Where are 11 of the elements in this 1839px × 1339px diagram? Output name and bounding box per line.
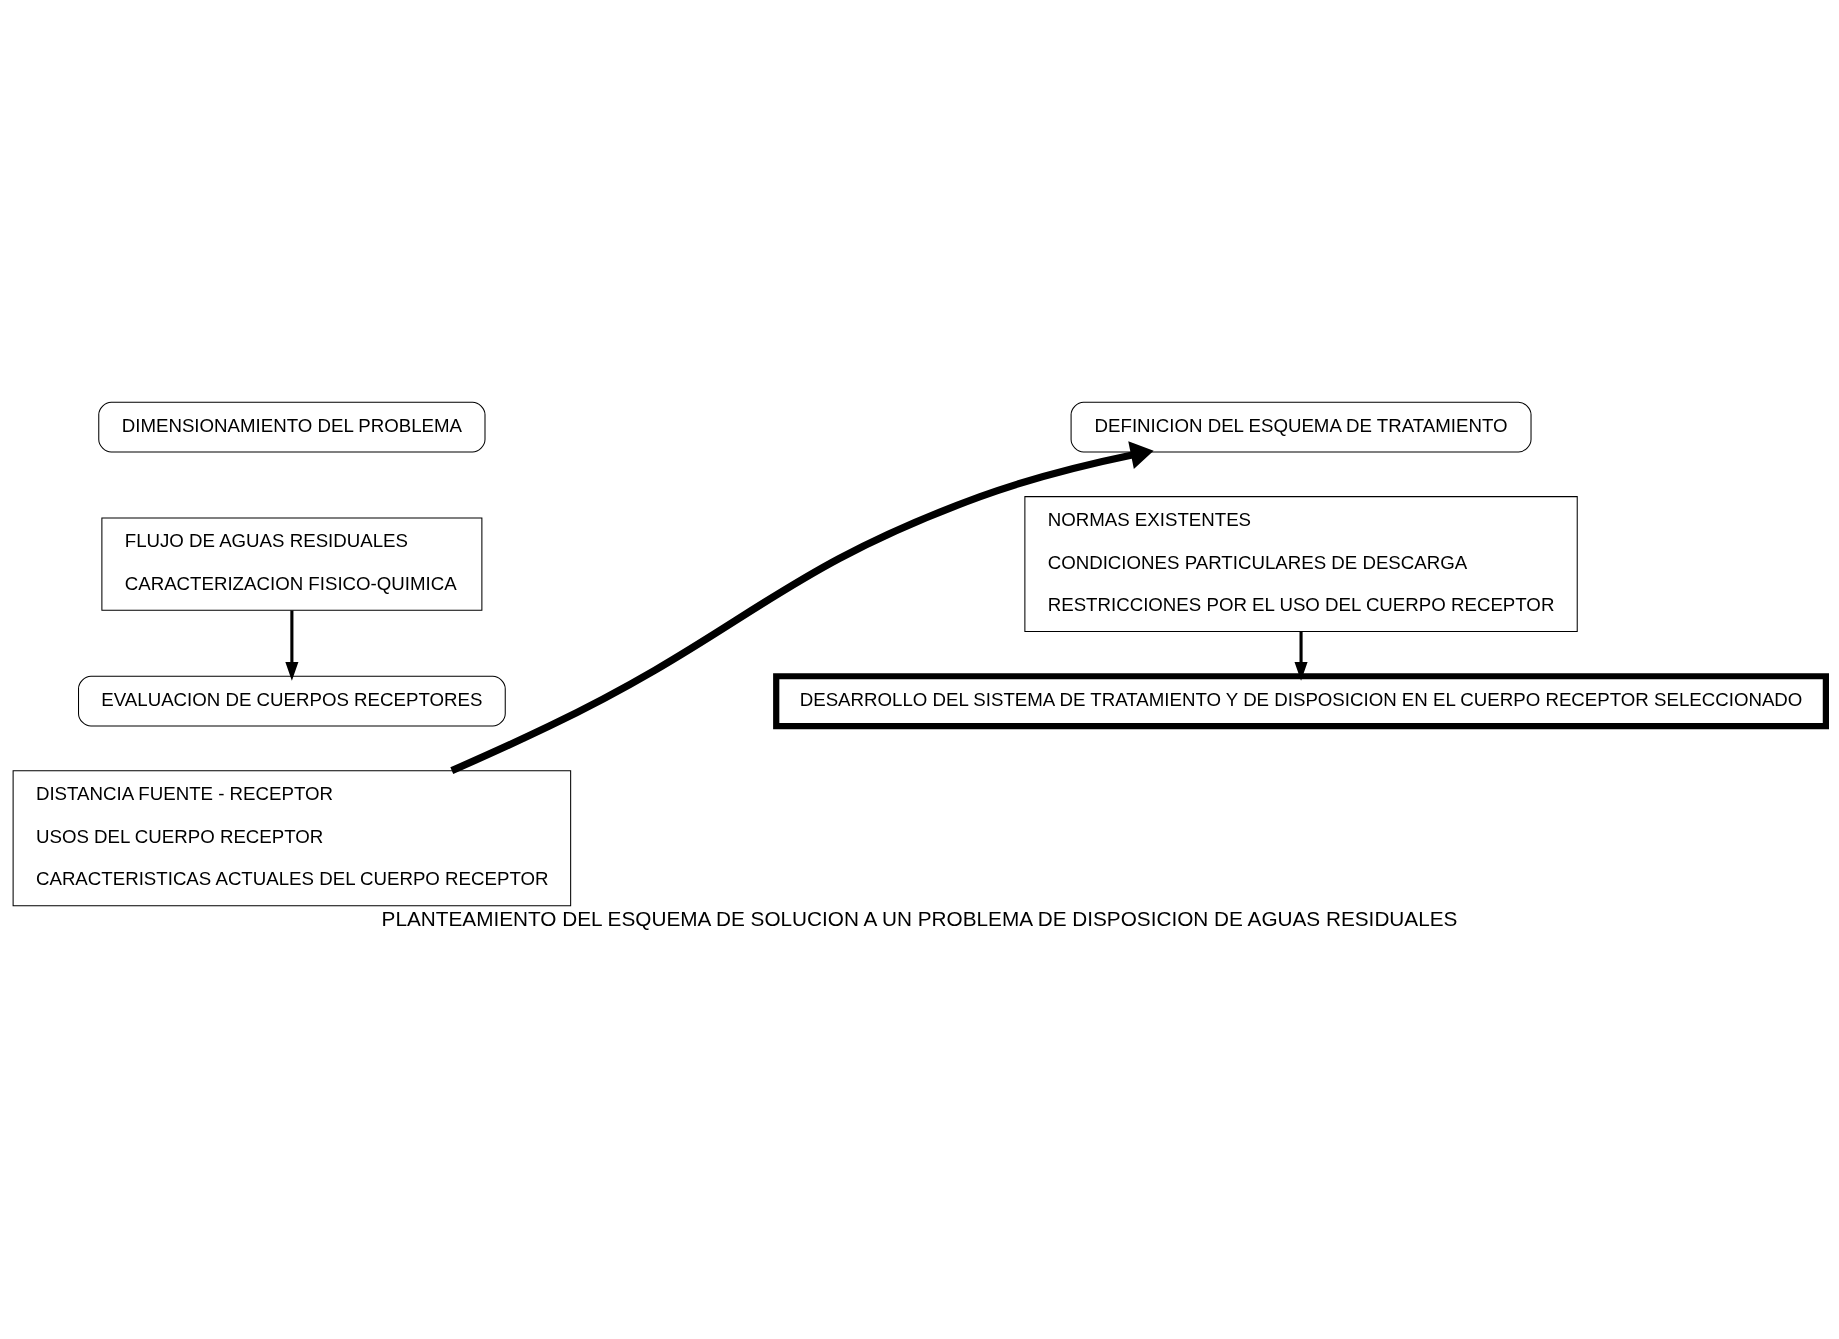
node-box: DESARROLLO DEL SISTEMA DE TRATAMIENTO Y DE DISPOSICION EN EL CUERPO RECEPTOR SELECCIONADO — [773, 673, 1829, 730]
node-box: DIMENSIONAMIENTO DEL PROBLEMA — [98, 401, 486, 453]
node-box: EVALUACION DE CUERPOS RECEPTORES — [78, 675, 506, 727]
node-box: FLUJO DE AGUAS RESIDUALES CARACTERIZACION FISICO-QUIMICA — [101, 517, 483, 611]
node-box: NORMAS EXISTENTES CONDICIONES PARTICULARES DE DESCARGA RESTRICCIONES POR EL USO DEL CUERPO RECEPTOR — [1024, 496, 1578, 633]
node-box: DEFINICION DEL ESQUEMA DE TRATAMIENTO — [1070, 401, 1532, 453]
arrow — [450, 441, 1154, 774]
caption: PLANTEAMIENTO DEL ESQUEMA DE SOLUCION A UN PROBLEMA DE DISPOSICION DE AGUAS RESIDUALES — [381, 907, 1458, 931]
node-box: DISTANCIA FUENTE - RECEPTOR USOS DEL CUERPO RECEPTOR CARACTERISTICAS ACTUALES DEL CUERPO RECEPTOR — [12, 770, 572, 907]
arrow — [285, 610, 299, 681]
arrow — [1294, 631, 1308, 681]
